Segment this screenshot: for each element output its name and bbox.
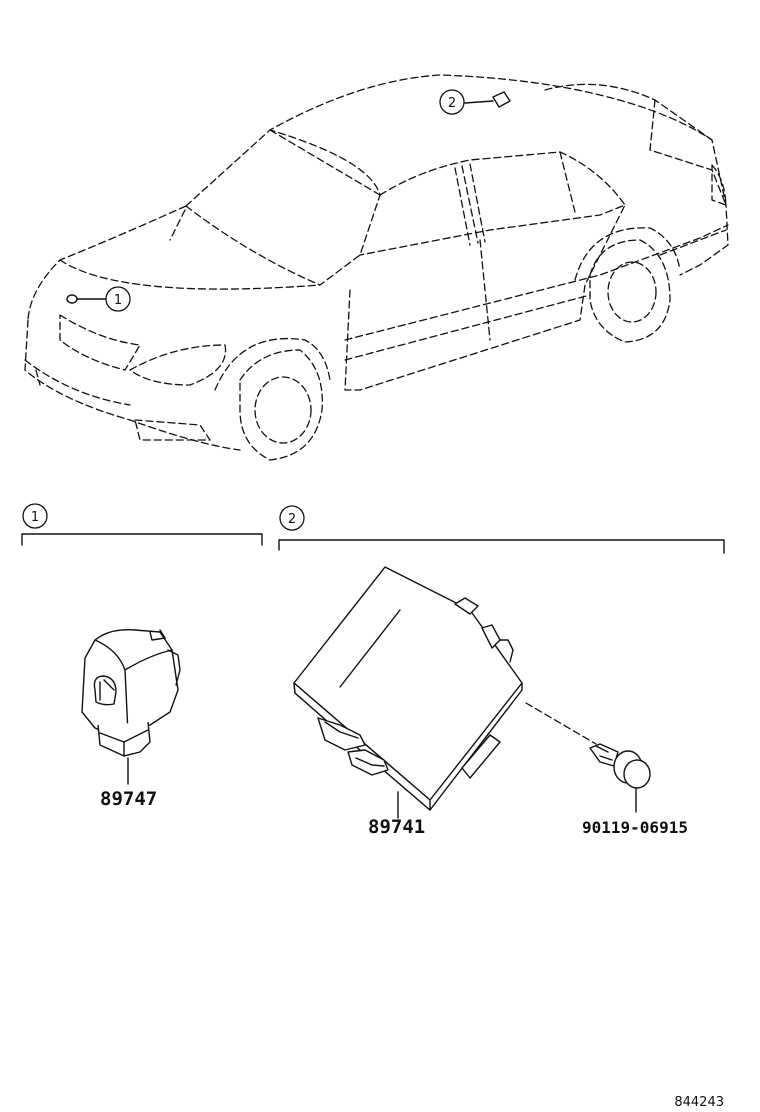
car-illustration (24, 74, 729, 461)
diagram-reference-code: 844243 (674, 1095, 724, 1110)
part-number-90119-06915: 90119-06915 (582, 818, 688, 837)
module-drawing (293, 566, 523, 819)
group-2-label: 2 (288, 512, 296, 527)
sensor-drawing (81, 629, 181, 785)
callout-2: 2 (439, 89, 465, 115)
callout-1-label: 1 (114, 293, 122, 308)
group-1-label: 1 (31, 510, 39, 525)
group-2-bracket: 2 (278, 505, 725, 554)
bolt-drawing (525, 702, 651, 813)
part-number-89747: 89747 (100, 788, 157, 810)
callout-1: 1 (105, 286, 131, 312)
group-1-bracket: 1 (21, 503, 263, 546)
part-number-89741: 89741 (368, 816, 425, 838)
callout-2-label: 2 (448, 96, 456, 111)
